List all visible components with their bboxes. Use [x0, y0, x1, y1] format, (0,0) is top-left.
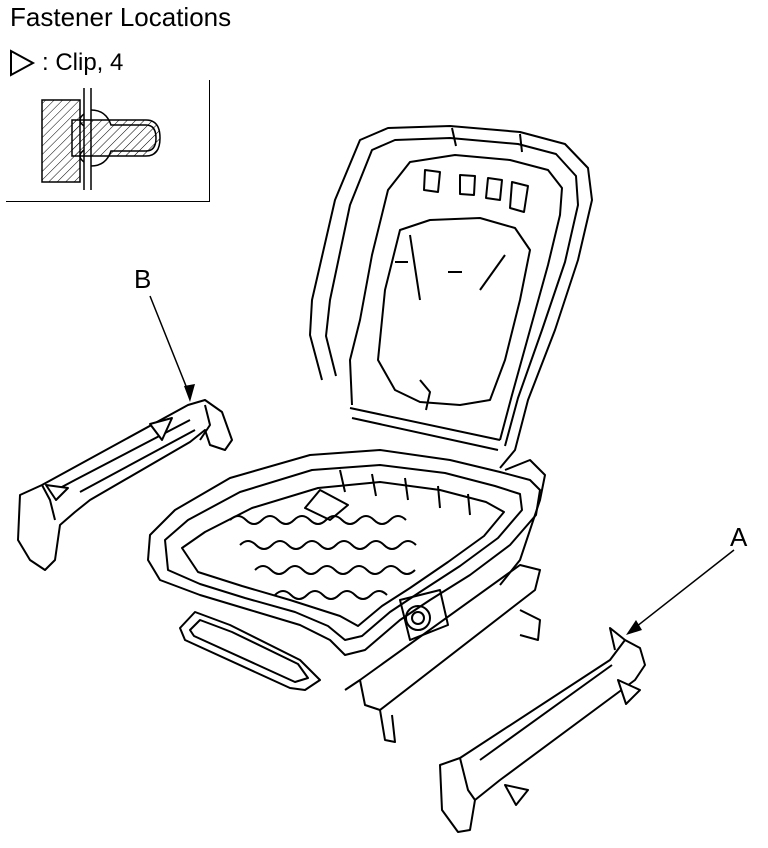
page-title: Fastener Locations: [10, 2, 232, 32]
clip-marker-icon: [504, 784, 529, 806]
seat-cushion: [147, 449, 541, 656]
callout-b: B: [134, 264, 152, 294]
callout-a: A: [730, 522, 748, 552]
callout-a-leader: [626, 549, 735, 635]
cover-a: [439, 627, 646, 833]
clip-marker-icon: [617, 679, 641, 705]
clip-detail-drawing: [41, 88, 161, 190]
cover-b: [17, 399, 233, 571]
triangle-clip-icon: [10, 49, 36, 77]
legend-text: : Clip, 4: [42, 49, 124, 76]
seat-base: [179, 459, 546, 743]
clip-marker-icon: [149, 417, 173, 441]
clip-marker-icon: [45, 484, 69, 501]
callout-b-leader: [149, 295, 195, 402]
legend: : Clip, 4: [8, 48, 123, 78]
seat-back: [309, 125, 593, 469]
clip-detail-inset: [6, 80, 210, 202]
